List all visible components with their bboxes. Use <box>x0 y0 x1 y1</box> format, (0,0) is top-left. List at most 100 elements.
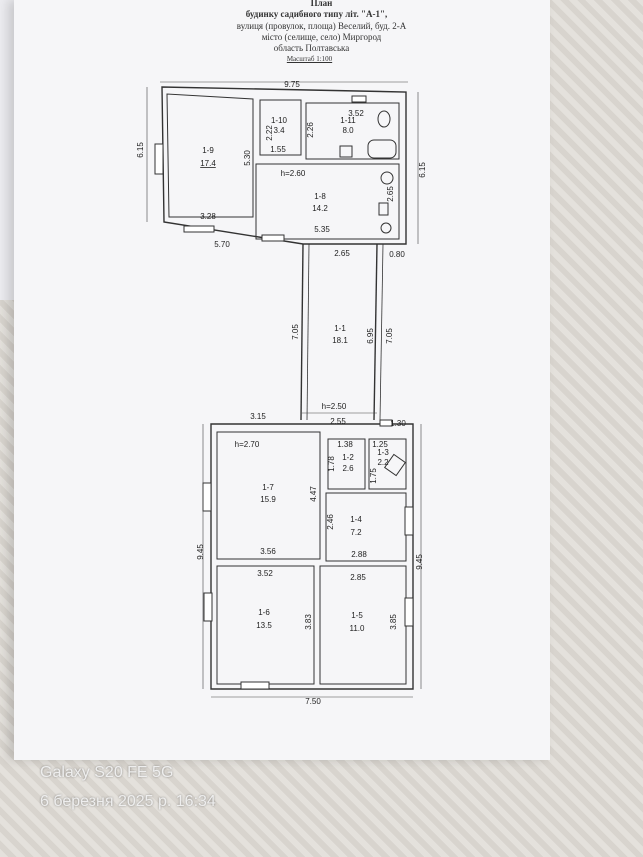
dim-label: 2.55 <box>330 417 346 426</box>
dim-label: 3.28 <box>200 212 216 221</box>
dim-label: 5.30 <box>243 150 252 166</box>
room-1-5-outline <box>319 565 407 685</box>
dim-label: 1.75 <box>369 468 378 484</box>
stove-icon <box>380 222 392 234</box>
room-1-5-id: 1-5 <box>351 611 363 620</box>
room-1-8-id: 1-8 <box>314 192 326 201</box>
paper-sheet <box>14 0 550 760</box>
room-1-2-area: 2.6 <box>342 464 354 473</box>
camera-device-stamp: Galaxy S20 FE 5G <box>40 764 174 781</box>
dim-label: 3.85 <box>389 614 398 630</box>
dim-label: h=2.60 <box>281 169 306 178</box>
window <box>404 506 414 536</box>
dim-label: 2.65 <box>334 249 350 258</box>
dim-label: 3.15 <box>250 412 266 421</box>
room-1-6-area: 13.5 <box>256 621 272 630</box>
header-building: будинку садибного типу літ. "А-1", <box>245 9 388 19</box>
dim-label: 6.15 <box>418 162 427 178</box>
room-1-4-area: 7.2 <box>350 528 362 537</box>
camera-datetime-stamp: 6 березня 2025 р. 16:34 <box>40 793 216 810</box>
room-1-10-outline <box>259 99 302 156</box>
dim-label: 1.38 <box>337 440 353 449</box>
dim-label: h=2.50 <box>322 402 347 411</box>
dim-label: 1.25 <box>372 440 388 449</box>
window <box>351 95 367 103</box>
dim-label: 2.65 <box>386 186 395 202</box>
window <box>154 143 164 175</box>
dim-label: 1.78 <box>327 456 336 472</box>
dim-label: 9.45 <box>196 544 205 560</box>
window <box>404 597 414 627</box>
corridor-right-wall <box>373 243 378 421</box>
room-1-9-area: 17.4 <box>200 159 216 168</box>
boiler-icon <box>380 171 394 185</box>
appliance-icon <box>383 453 407 477</box>
dim-label: 2.46 <box>326 514 335 530</box>
room-1-5-area: 11.0 <box>350 624 366 633</box>
room-1-11-area: 8.0 <box>342 126 354 135</box>
room-1-3-id: 1-3 <box>377 448 389 457</box>
dim-label: 2.26 <box>306 122 315 138</box>
room-1-7-id: 1-7 <box>262 483 274 492</box>
bathtub-icon <box>367 139 397 159</box>
window <box>379 419 393 427</box>
room-1-3-area: 2.2 <box>377 458 389 467</box>
room-1-7-area: 15.9 <box>260 495 276 504</box>
header-region: область Полтавська <box>273 43 350 53</box>
window <box>261 234 285 242</box>
dim-label: 9.75 <box>284 80 300 89</box>
room-1-9-id: 1-9 <box>202 146 214 155</box>
toilet-icon <box>377 110 391 128</box>
room-1-1-id: 1-1 <box>334 324 346 333</box>
dim-label: 9.45 <box>415 554 424 570</box>
dim-label: 0.80 <box>389 250 405 259</box>
dim-label: 7.05 <box>385 328 394 344</box>
room-1-9-outline <box>166 93 254 218</box>
dim-label: h=2.70 <box>235 440 260 449</box>
dim-label: 5.35 <box>314 225 330 234</box>
room-1-8-outline <box>255 163 400 240</box>
dim-label: 6.95 <box>366 328 375 344</box>
room-1-7-outline <box>216 431 321 560</box>
header-city: місто (селище, село) Миргород <box>261 32 382 42</box>
dim-label: 2.88 <box>351 550 367 559</box>
header-scale: Масштаб 1:100 <box>286 55 333 63</box>
dim-label: 3.56 <box>260 547 276 556</box>
room-1-8-area: 14.2 <box>312 204 328 213</box>
room-1-1-area: 18.1 <box>332 336 348 345</box>
dim-label: 3.52 <box>257 569 273 578</box>
room-1-6-outline <box>216 565 315 685</box>
room-1-11-id: 1-11 <box>340 116 356 125</box>
room-1-6-id: 1-6 <box>258 608 270 617</box>
dim-label: 3.52 <box>348 109 364 118</box>
sink-icon <box>339 145 353 158</box>
upper-outer-wall <box>161 86 407 245</box>
header-title: План <box>310 0 333 8</box>
dim-label: 3.83 <box>304 614 313 630</box>
window <box>203 592 213 622</box>
window <box>183 225 215 233</box>
dim-label: 1.30 <box>390 419 406 428</box>
dim-label: 7.50 <box>305 697 321 706</box>
room-1-2-outline <box>327 438 366 490</box>
room-1-4-id: 1-4 <box>350 515 362 524</box>
room-1-2-id: 1-2 <box>342 453 354 462</box>
dim-label: 5.70 <box>214 240 230 249</box>
dim-label: 2.85 <box>350 573 366 582</box>
header-street: вулиця (провулок, площа) Веселий, буд. 2… <box>236 21 407 31</box>
heater-icon <box>378 202 389 216</box>
room-1-4-outline <box>325 492 407 562</box>
dim-label: 2.22 <box>265 125 274 141</box>
room-1-10-id: 1-10 <box>271 116 288 125</box>
floor-plan: 1-9 17.4 1-10 3.4 1-11 8.0 1-8 14.2 1-1 … <box>136 80 427 706</box>
dim-label: 4.47 <box>309 486 318 502</box>
window <box>202 482 212 512</box>
room-1-10-area: 3.4 <box>273 126 285 135</box>
corridor-left-wall <box>300 243 304 421</box>
dim-label: 6.15 <box>136 142 145 158</box>
window <box>240 681 270 690</box>
dim-label: 1.55 <box>270 145 286 154</box>
room-1-11-outline <box>305 102 400 160</box>
dim-label: 7.05 <box>291 324 300 340</box>
room-1-3-outline <box>368 438 407 490</box>
